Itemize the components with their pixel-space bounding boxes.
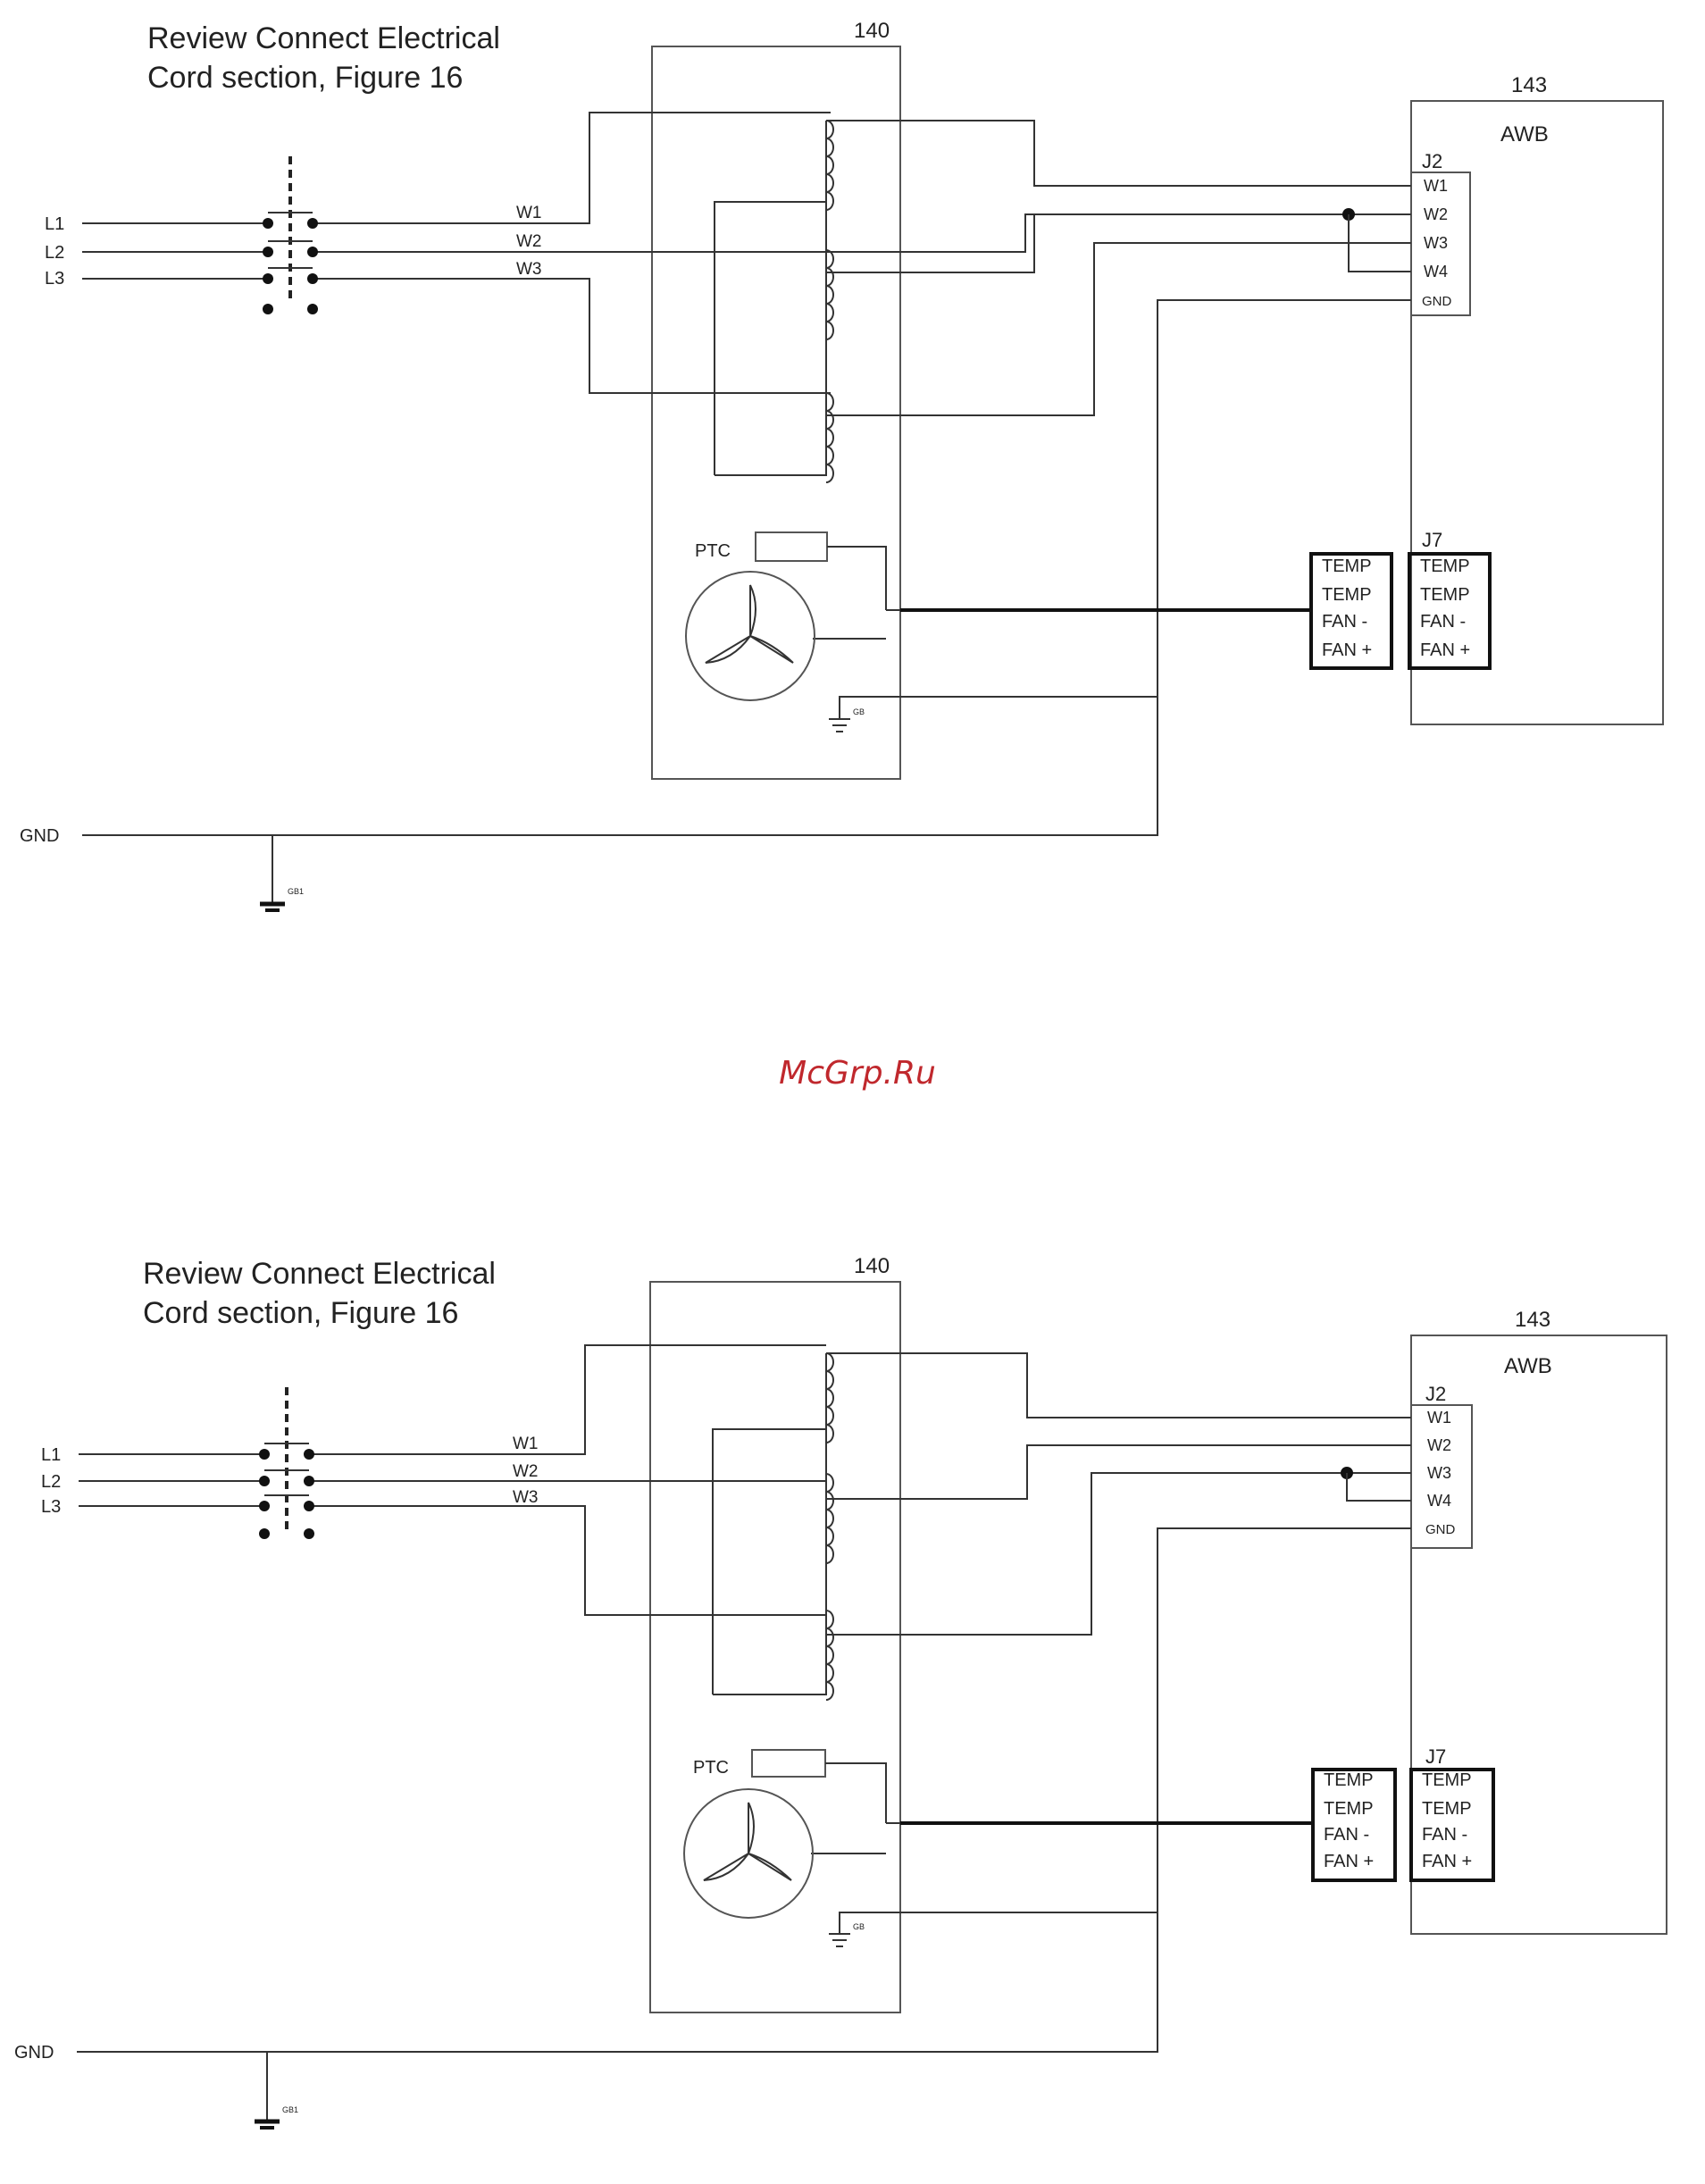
ground-symbol-gb: GB (829, 696, 1158, 732)
motor-windings (714, 120, 1411, 483)
line-disconnect-switch (259, 1387, 314, 1539)
j2-pin-w3: W3 (1427, 1464, 1451, 1482)
plug-pin-temp-1: TEMP (1324, 1770, 1374, 1790)
j7-pin-temp-1: TEMP (1422, 1770, 1472, 1790)
j2-connector (1410, 1404, 1473, 1549)
winding-label-w1: W1 (513, 1435, 539, 1453)
plug-pin-fan-minus: FAN - (1324, 1825, 1369, 1845)
component-140-label: 140 (854, 1254, 890, 1278)
supply-lines: L1 L2 L3 (41, 1344, 826, 1616)
winding-label-w1: W1 (516, 204, 542, 222)
component-143-box (1410, 100, 1664, 725)
winding-label-w3: W3 (513, 1488, 539, 1507)
awb-label: AWB (1504, 1354, 1552, 1378)
j2-pin-w1: W1 (1427, 1409, 1451, 1427)
component-140-box (651, 46, 901, 780)
j2-label: J2 (1425, 1383, 1446, 1405)
j7-pin-fan-plus: FAN + (1420, 640, 1470, 660)
svg-text:GB1: GB1 (288, 887, 304, 896)
winding-label-w2: W2 (513, 1462, 539, 1481)
ground-wire (77, 1527, 1411, 2053)
watermark-text: McGrp.Ru (779, 1055, 936, 1092)
fan-icon (683, 1788, 814, 1919)
ptc-label: PTC (693, 1758, 729, 1778)
j2-pin-gnd: GND (1425, 1522, 1456, 1537)
watermark-area: McGrp.Ru (779, 1055, 936, 1092)
wiring-diagram-2: Review Connect Electrical Cord section, … (14, 1254, 1667, 2130)
diagram-title-line2: Cord section, Figure 16 (143, 1296, 458, 1330)
j7-connector (1408, 552, 1492, 670)
ptc-and-fan: PTC (683, 1749, 1313, 1919)
j2-pin-w4: W4 (1427, 1492, 1451, 1510)
line-label-l3: L3 (45, 269, 64, 289)
diagram-title-line1: Review Connect Electrical (143, 1257, 496, 1291)
ground-symbol-gb1: GB1 (255, 2052, 298, 2130)
component-143-box (1410, 1335, 1667, 1935)
component-143-label: 143 (1511, 73, 1547, 97)
j7-pin-temp-2: TEMP (1420, 585, 1470, 605)
j7-connector (1409, 1768, 1495, 1882)
j2-pin-w2: W2 (1424, 205, 1448, 223)
ground-symbol-gb: GB (829, 1912, 1158, 1947)
j7-pin-temp-1: TEMP (1420, 556, 1470, 576)
ground-wire (82, 299, 1411, 836)
j7-pin-fan-minus: FAN - (1420, 612, 1466, 632)
j7-label: J7 (1422, 529, 1442, 551)
svg-text:GB1: GB1 (282, 2105, 298, 2114)
plug-pin-fan-plus: FAN + (1324, 1852, 1374, 1871)
j2-pin-w3: W3 (1424, 234, 1448, 252)
plug-pin-fan-minus: FAN - (1322, 612, 1367, 632)
plug-pin-temp-1: TEMP (1322, 556, 1372, 576)
ptc-resistor (751, 1749, 826, 1778)
supply-lines: L1 L2 L3 (45, 112, 1411, 394)
ptc-resistor (755, 531, 828, 562)
j7-pin-fan-minus: FAN - (1422, 1825, 1467, 1845)
gnd-label: GND (20, 826, 59, 846)
svg-text:GB: GB (853, 707, 865, 716)
component-140-box (649, 1281, 901, 2013)
ground-symbol-gb1: GB1 (260, 835, 304, 912)
gnd-label: GND (14, 2043, 54, 2063)
line-label-l1: L1 (45, 214, 64, 234)
winding-label-w3: W3 (516, 260, 542, 279)
line-disconnect-switch (263, 156, 318, 314)
fan-icon (685, 571, 815, 701)
j2-pin-w1: W1 (1424, 177, 1448, 195)
awb-label: AWB (1500, 122, 1549, 146)
w3-w4-jumper (1341, 1467, 1411, 1502)
line-label-l2: L2 (41, 1472, 61, 1492)
w3-w4-jumper (1342, 208, 1411, 272)
line-label-l2: L2 (45, 243, 64, 263)
ptc-label: PTC (695, 541, 731, 561)
component-143-label: 143 (1515, 1308, 1550, 1332)
winding-label-w2: W2 (516, 232, 542, 251)
diagram-title-line2: Cord section, Figure 16 (147, 61, 463, 95)
j7-pin-fan-plus: FAN + (1422, 1852, 1472, 1871)
plug-pin-temp-2: TEMP (1322, 585, 1372, 605)
component-140-label: 140 (854, 19, 890, 43)
plug-pin-temp-2: TEMP (1324, 1799, 1374, 1819)
j7-label: J7 (1425, 1745, 1446, 1768)
svg-text:GB: GB (853, 1922, 865, 1931)
j7-pin-temp-2: TEMP (1422, 1799, 1472, 1819)
j2-pin-w2: W2 (1427, 1436, 1451, 1454)
motor-windings (712, 1352, 1411, 1701)
j2-pin-gnd: GND (1422, 294, 1452, 309)
line-label-l3: L3 (41, 1497, 61, 1517)
j2-pin-w4: W4 (1424, 263, 1448, 280)
diagram-title-line1: Review Connect Electrical (147, 21, 500, 55)
j2-label: J2 (1422, 150, 1442, 172)
ptc-and-fan: PTC (685, 531, 1311, 701)
plug-pin-fan-plus: FAN + (1322, 640, 1372, 660)
line-label-l1: L1 (41, 1445, 61, 1465)
wiring-diagram-1: Review Connect Electrical Cord section, … (20, 19, 1664, 912)
